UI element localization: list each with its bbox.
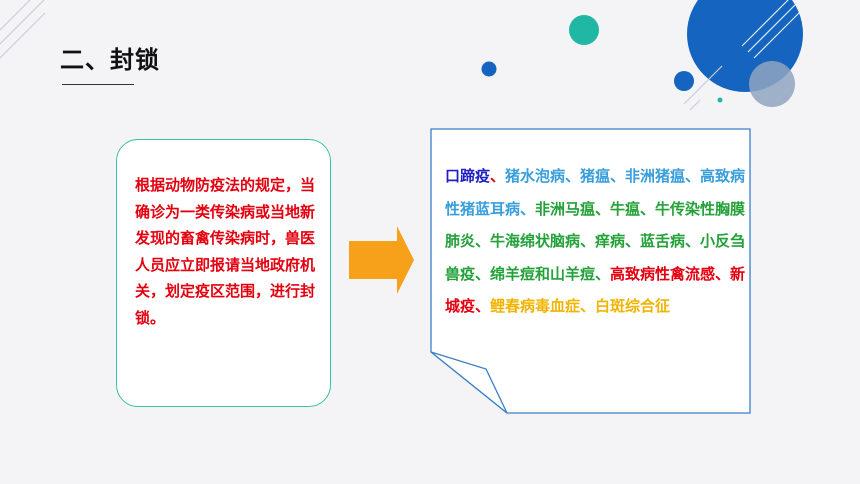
rule-text-box: 根据动物防疫法的规定，当确诊为一类传染病或当地新发现的畜禽传染病时，兽医人员应立… bbox=[116, 139, 331, 407]
right-arrow-icon bbox=[349, 226, 414, 294]
teal-circle-decoration bbox=[569, 15, 599, 45]
blue-dot-decoration bbox=[481, 61, 497, 77]
disease-segment-green: 非洲马瘟、牛瘟、牛传染性胸膜肺炎、牛海绵状脑病、痒病、蓝舌病、小反刍兽疫、绵羊痘… bbox=[445, 199, 746, 283]
disease-segment-red: 高致病性禽流感、新城疫、 bbox=[445, 264, 746, 316]
small-blue-circle-decoration bbox=[674, 71, 694, 91]
grey-circle-decoration bbox=[749, 61, 795, 107]
rule-text: 根据动物防疫法的规定，当确诊为一类传染病或当地新发现的畜禽传染病时，兽医人员应立… bbox=[135, 176, 316, 327]
note-folded-corner bbox=[430, 351, 508, 414]
title-underline bbox=[62, 84, 134, 85]
tiny-teal-dot-decoration bbox=[717, 97, 723, 103]
disease-segment-gold: 鲤春病毒血症、白斑综合征 bbox=[490, 297, 671, 315]
circle-hatch-decoration bbox=[741, 0, 801, 59]
disease-segment-sky: 猪水泡病、猪瘟、非洲猪瘟、高致病性猪蓝耳病、 bbox=[445, 167, 746, 218]
corner-hatch-decoration bbox=[0, 0, 46, 59]
arrow-tail-stripes bbox=[349, 241, 366, 279]
circle-hatch-grey-decoration bbox=[683, 65, 723, 111]
disease-separator: 、 bbox=[490, 167, 506, 185]
page-title: 二、封锁 bbox=[60, 46, 160, 74]
disease-list: 口蹄疫、猪水泡病、猪瘟、非洲猪瘟、高致病性猪蓝耳病、非洲马瘟、牛瘟、牛传染性胸膜… bbox=[445, 160, 747, 323]
disease-segment-navy: 口蹄疫 bbox=[445, 167, 491, 185]
note-card bbox=[430, 128, 751, 414]
